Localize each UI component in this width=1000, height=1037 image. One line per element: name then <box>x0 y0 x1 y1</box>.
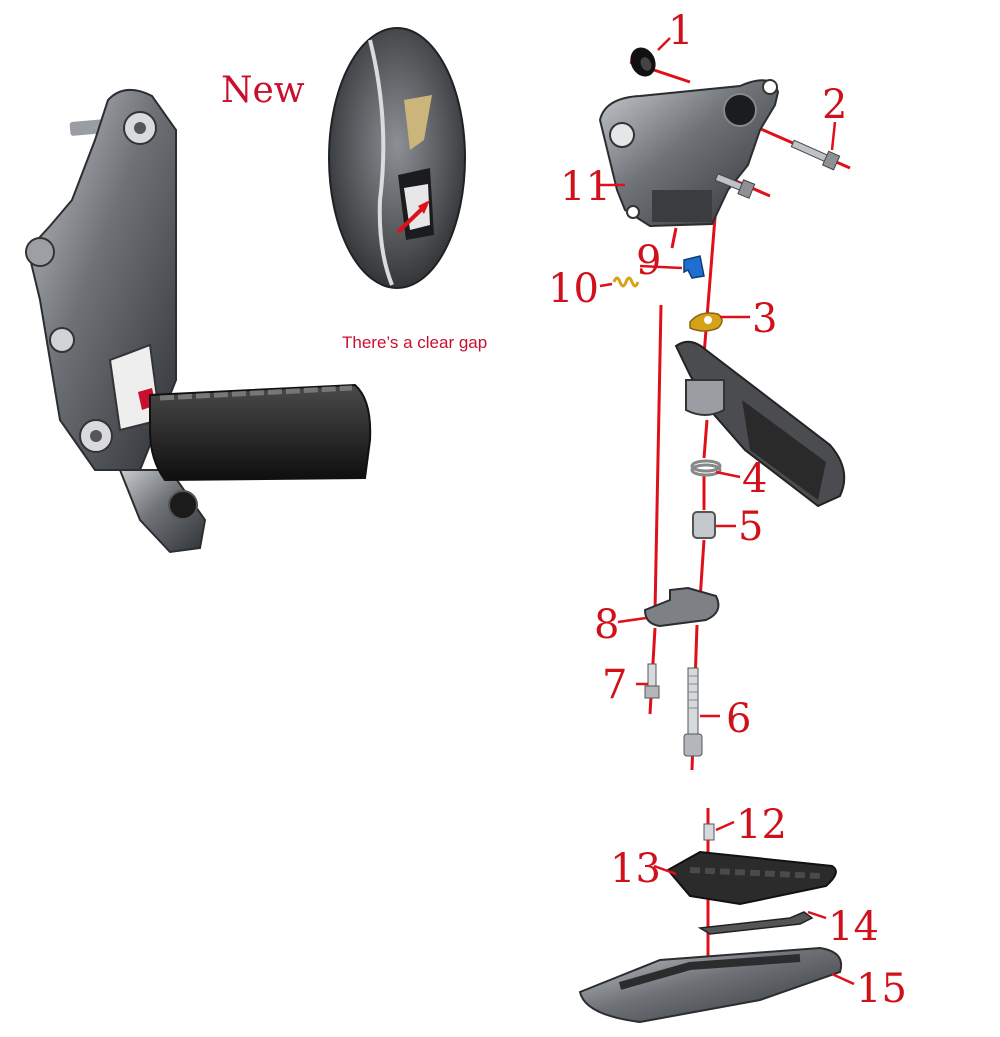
callout-14: 14 <box>828 904 879 950</box>
callout-9: 9 <box>636 238 661 284</box>
callout-2: 2 <box>822 82 847 128</box>
callout-leaders <box>599 37 855 986</box>
callout-3: 3 <box>752 296 777 342</box>
callout-numbers: 1 2 3 4 5 6 7 8 9 10 11 12 13 14 15 <box>548 8 907 1012</box>
callout-10: 10 <box>548 266 599 312</box>
callout-7: 7 <box>602 662 627 708</box>
new-label: New <box>221 70 305 111</box>
callout-5: 5 <box>738 504 763 550</box>
assembled-footrest-illustration <box>25 89 372 554</box>
callout-15: 15 <box>856 966 907 1012</box>
callout-1: 1 <box>668 8 693 54</box>
callout-8: 8 <box>594 602 619 648</box>
callout-6: 6 <box>726 696 751 742</box>
callout-12: 12 <box>736 802 787 848</box>
callout-13: 13 <box>610 846 661 892</box>
exploded-parts <box>578 47 846 1024</box>
gap-closeup-inset <box>328 27 466 289</box>
callout-4: 4 <box>742 456 767 502</box>
gap-caption: There’s a clear gap <box>342 333 488 352</box>
callout-11: 11 <box>560 164 611 210</box>
